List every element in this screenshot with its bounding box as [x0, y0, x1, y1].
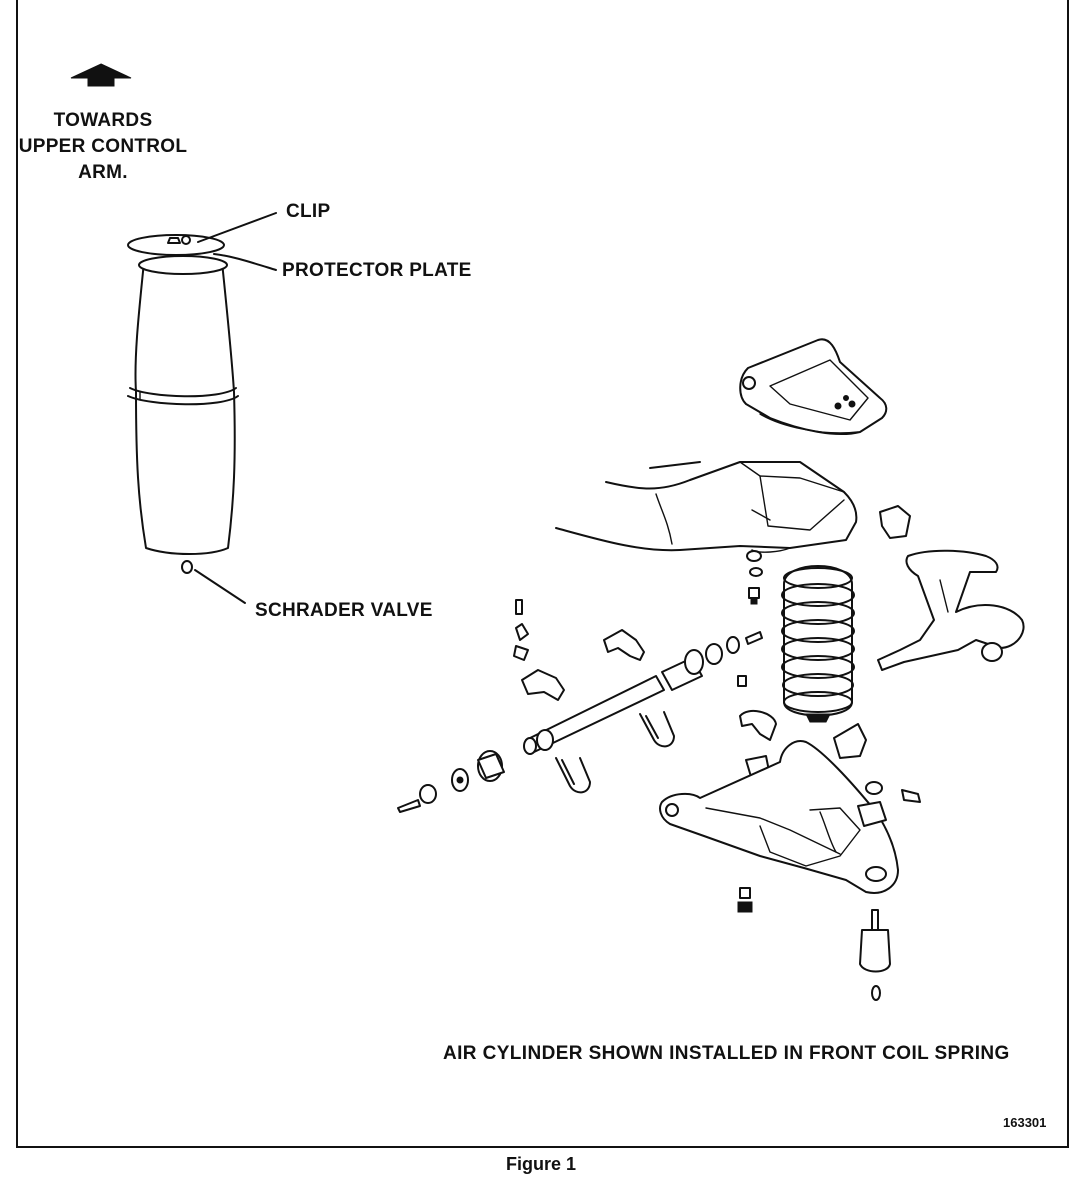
drawing-number: 163301	[1003, 1115, 1047, 1130]
direction-label: TOWARDS UPPER CONTROL ARM.	[8, 108, 198, 186]
clip-label: CLIP	[286, 201, 331, 222]
direction-label-line: TOWARDS	[53, 110, 153, 131]
diagram-caption: AIR CYLINDER SHOWN INSTALLED IN FRONT CO…	[443, 1043, 1010, 1064]
direction-label-line: ARM.	[78, 162, 128, 183]
leader-lines	[194, 212, 277, 604]
protector-plate	[127, 234, 225, 256]
spring-fasteners	[746, 550, 763, 605]
bump-stop	[879, 505, 911, 539]
frame-rail	[555, 461, 858, 553]
lower-control-arm	[659, 740, 899, 894]
clip	[167, 237, 181, 244]
protector-plate-label: PROTECTOR PLATE	[282, 260, 472, 281]
schrader-valve-label: SCHRADER VALVE	[255, 600, 433, 621]
pivot-shaft	[397, 631, 763, 813]
figure-frame	[16, 0, 1069, 1148]
schrader-valve	[181, 560, 193, 574]
upper-bracket	[739, 338, 888, 435]
figure-caption: Figure 1	[506, 1154, 577, 1174]
ball-joint	[737, 887, 891, 1001]
u-bolts	[555, 711, 675, 794]
shaft-brackets	[513, 599, 645, 701]
steering-knuckle	[877, 549, 1025, 671]
up-arrow-icon	[70, 63, 132, 87]
coil-spring	[781, 565, 855, 723]
direction-label-line: UPPER CONTROL	[18, 136, 188, 157]
air-cylinder	[127, 234, 239, 574]
